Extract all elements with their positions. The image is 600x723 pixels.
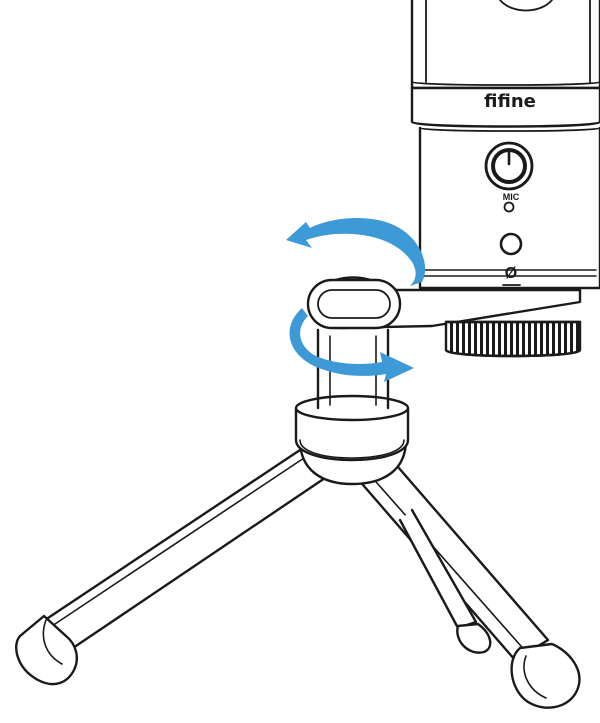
rotate-arrow-top-icon	[286, 217, 426, 286]
tripod-leg-right	[348, 450, 581, 709]
tripod-leg-left	[15, 448, 327, 686]
brand-logo: fifine	[484, 91, 536, 112]
knurled-ring	[444, 320, 582, 358]
tripod-hub	[294, 394, 410, 486]
mute-button	[499, 232, 523, 286]
mute-symbol: Ø	[505, 265, 517, 282]
tripod-leg-back	[398, 508, 492, 654]
gain-label: MIC	[503, 192, 520, 202]
gain-knob	[484, 141, 534, 213]
rotate-arrow-bottom-icon	[289, 308, 414, 382]
mount-bracket	[306, 278, 582, 330]
